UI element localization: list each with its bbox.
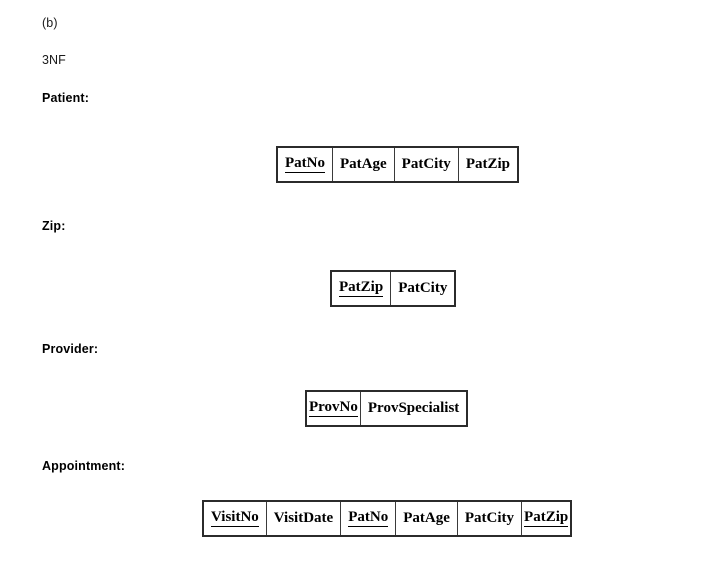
attribute-cell-visitdate: VisitDate bbox=[265, 500, 342, 537]
attribute-cell-provno: ProvNo bbox=[305, 390, 361, 427]
relation-label-zip: Zip: bbox=[42, 219, 66, 233]
attribute-cell-patzip: PatZip bbox=[457, 146, 519, 183]
relation-label-provider: Provider: bbox=[42, 342, 99, 356]
attribute-cell-provspecialist: ProvSpecialist bbox=[359, 390, 468, 427]
relation-table-patient: PatNo PatAge PatCity PatZip bbox=[276, 146, 519, 183]
normal-form-label: 3NF bbox=[42, 53, 66, 67]
relation-table-appointment: VisitNo VisitDate PatNo PatAge PatCity P… bbox=[202, 500, 573, 537]
attribute-cell-patcity: PatCity bbox=[456, 500, 523, 537]
attribute-cell-patcity: PatCity bbox=[390, 270, 456, 307]
table-row: PatNo PatAge PatCity PatZip bbox=[276, 146, 519, 183]
attribute-cell-patzip: PatZip bbox=[330, 270, 392, 307]
relation-table-zip: PatZip PatCity bbox=[330, 270, 457, 307]
table-row: PatZip PatCity bbox=[330, 270, 456, 307]
attribute-cell-patno: PatNo bbox=[276, 146, 333, 183]
relation-label-patient: Patient: bbox=[42, 91, 90, 105]
attribute-cell-visitno: VisitNo bbox=[202, 500, 267, 537]
table-row: VisitNo VisitDate PatNo PatAge PatCity P… bbox=[202, 500, 572, 537]
attribute-cell-patage: PatAge bbox=[332, 146, 395, 183]
relation-table-provider: ProvNo ProvSpecialist bbox=[305, 390, 469, 427]
attribute-cell-patcity: PatCity bbox=[393, 146, 459, 183]
part-label: (b) bbox=[42, 16, 58, 30]
table-row: ProvNo ProvSpecialist bbox=[305, 390, 468, 427]
attribute-cell-patno: PatNo bbox=[340, 500, 397, 537]
relation-label-appointment: Appointment: bbox=[42, 459, 126, 473]
attribute-cell-patage: PatAge bbox=[395, 500, 458, 537]
attribute-cell-patzip: PatZip bbox=[521, 500, 572, 537]
